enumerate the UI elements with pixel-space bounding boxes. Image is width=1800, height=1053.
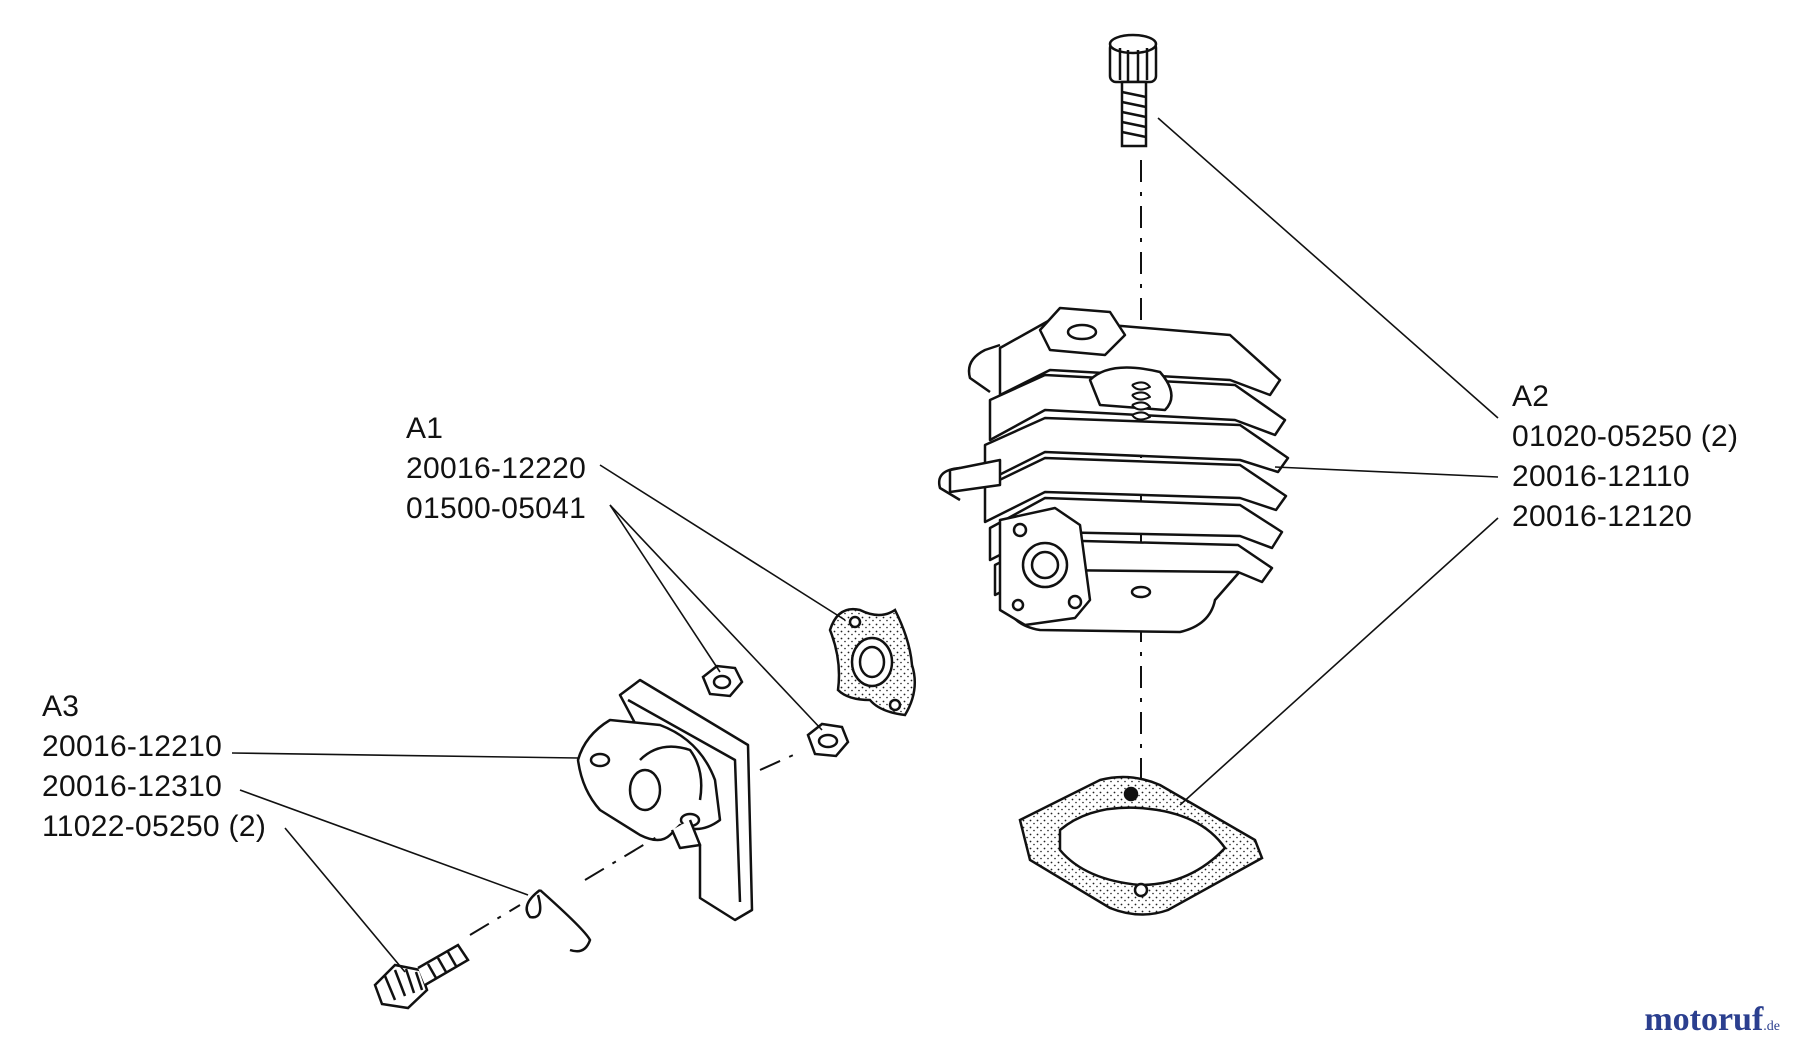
group-title-a1: A1 <box>406 412 444 445</box>
part-number: 20016-12310 <box>42 770 223 803</box>
top-bolt <box>1108 33 1158 148</box>
base-gasket <box>1018 775 1264 916</box>
label-group-a2: A2 01020-05250 (2) 20016-12110 20016-121… <box>1512 377 1738 537</box>
part-number: 20016-12210 <box>42 730 223 763</box>
label-group-a1: A1 20016-12220 01500-05041 <box>406 409 586 529</box>
nut-upper <box>701 664 744 698</box>
watermark-suffix: .de <box>1763 1019 1780 1034</box>
watermark-text: motoruf <box>1644 1001 1764 1038</box>
clip <box>525 889 592 953</box>
group-title-a3: A3 <box>42 690 80 723</box>
label-group-a3: A3 20016-12210 20016-12310 11022-05250 (… <box>42 687 266 847</box>
intake-gasket <box>828 607 917 717</box>
part-number: 20016-12220 <box>406 452 587 485</box>
part-number: 01020-05250 (2) <box>1512 420 1739 453</box>
part-number: 20016-12120 <box>1512 500 1693 533</box>
leader-lines <box>231 117 1499 973</box>
part-number: 01500-05041 <box>406 492 587 525</box>
watermark-logo: motoruf.de <box>1644 1001 1780 1039</box>
cylinder <box>937 306 1290 634</box>
assembly-dash-lines <box>469 751 801 936</box>
part-number: 20016-12110 <box>1512 460 1690 493</box>
insulator-block <box>576 678 754 922</box>
part-number: 11022-05250 (2) <box>42 810 267 843</box>
lower-bolt <box>373 943 470 1010</box>
group-title-a2: A2 <box>1512 380 1550 413</box>
nut-lower <box>806 722 850 758</box>
